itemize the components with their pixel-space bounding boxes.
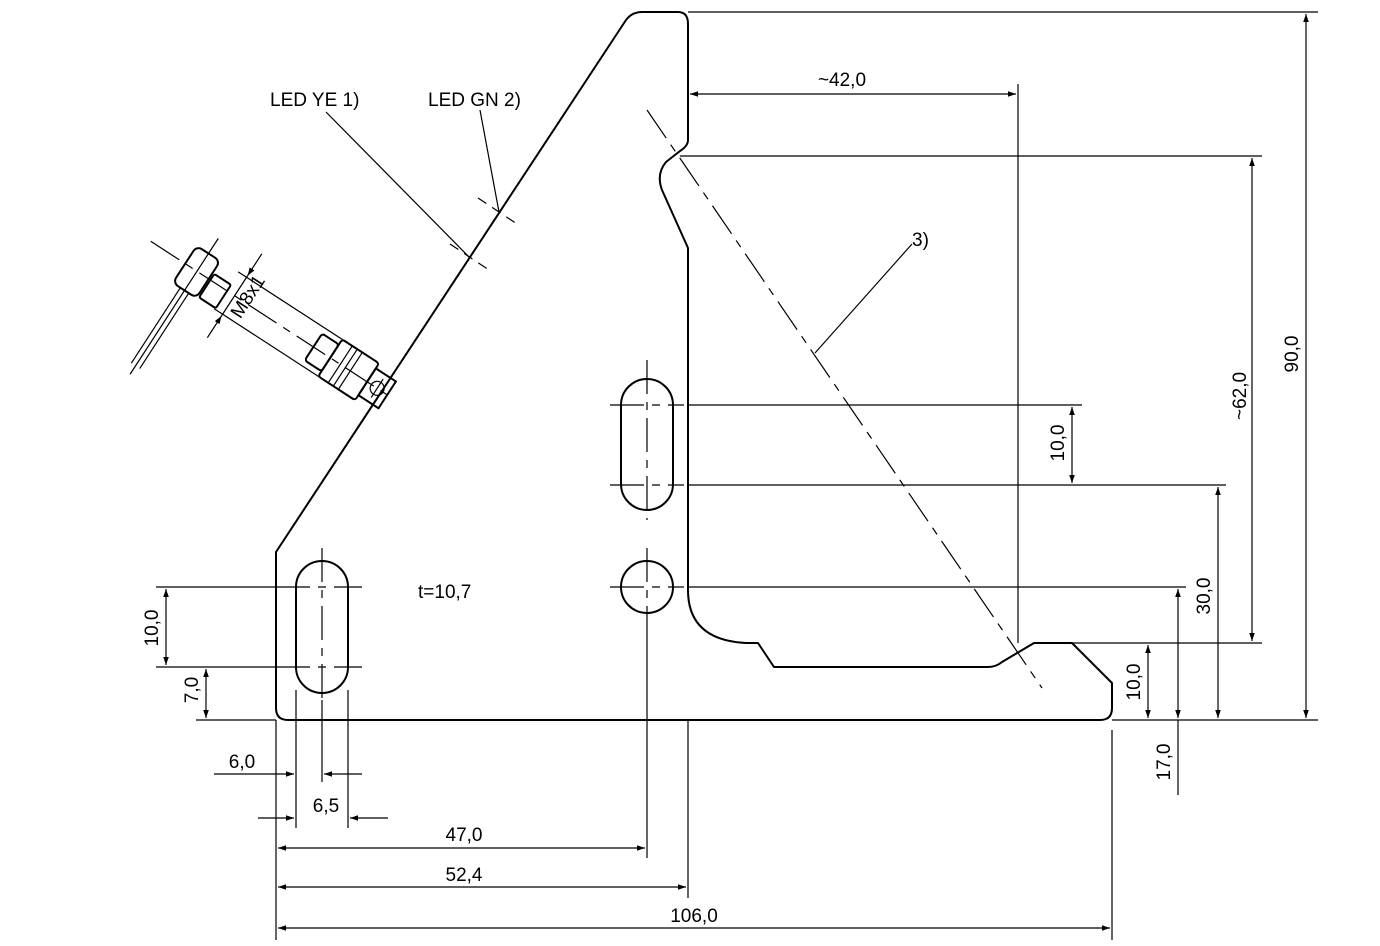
- sensor-connector: [150, 240, 397, 410]
- upper-slot: [620, 378, 674, 511]
- dim-6-5-label: 6,5: [313, 796, 339, 817]
- dim-52-4-label: 52,4: [446, 865, 483, 886]
- note-3-label: 3): [912, 230, 929, 251]
- led-ye-leader: [325, 111, 471, 259]
- led-gn-leader: [479, 109, 500, 213]
- dim-42-label: ~42,0: [818, 70, 866, 91]
- dim-30-label: 30,0: [1194, 578, 1215, 615]
- dim-10-slot-label: 10,0: [1048, 425, 1069, 462]
- note3-leader: [814, 243, 913, 354]
- dim-7-left-label: 7,0: [182, 677, 203, 703]
- dim-90-label: 90,0: [1282, 336, 1303, 373]
- dim-10-foot-label: 10,0: [1124, 664, 1145, 701]
- cable-plug: [129, 238, 232, 375]
- dim-10-left-label: 10,0: [142, 610, 163, 647]
- thickness-label: t=10,7: [418, 582, 471, 603]
- led-ye-label: LED YE 1): [270, 90, 359, 111]
- dim-106-label: 106,0: [670, 906, 718, 927]
- led-ye-mark: [449, 243, 493, 273]
- beam-axis-line: [646, 109, 1043, 689]
- led-gn-label: LED GN 2): [428, 90, 521, 111]
- dim-62-label: ~62,0: [1230, 372, 1251, 420]
- dim-47-label: 47,0: [446, 825, 483, 846]
- dim-6-label: 6,0: [229, 752, 255, 773]
- bracket-outline: [275, 11, 1113, 721]
- dim-17-label: 17,0: [1154, 744, 1175, 781]
